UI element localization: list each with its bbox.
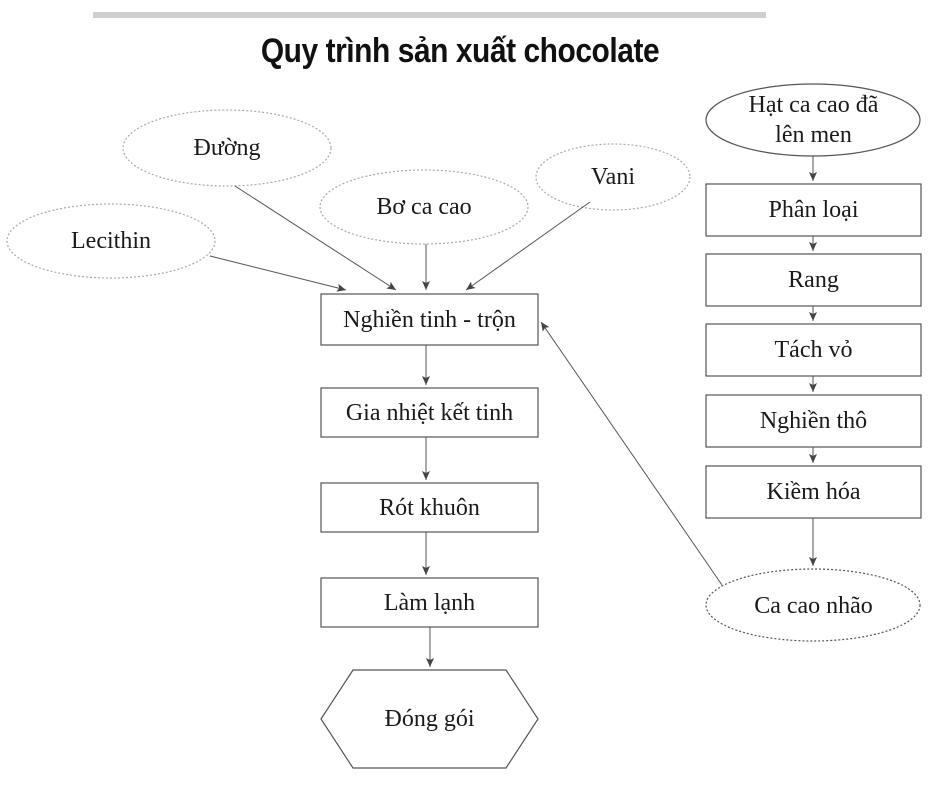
cocoa-label-kiem-hoa: Kiềm hóa [766,479,861,505]
step-label-nghien-tinh-tron: Nghiền tinh - trộn [343,306,516,333]
ingredient-node-lecithin [6,203,216,279]
arrow-lecithin-to-nghien [209,255,347,292]
cocoa-label-tach-vo: Tách vỏ [774,337,853,363]
step-label-lam-lanh: Làm lạnh [383,589,476,616]
step-label-gia-nhiet: Gia nhiệt kết tinh [345,399,514,426]
step-box-gia-nhiet [320,387,539,438]
cocoa-label-phan-loai: Phân loại [768,197,859,223]
ingredient-label-lecithin: Lecithin [71,228,151,254]
step-box-nghien-tinh-tron [320,293,539,346]
cocoa-label-nghien-tho: Nghiền thô [759,408,868,434]
ingredient-node-vani [535,143,691,211]
ingredient-label-vani: Vani [591,164,635,190]
arrow-vani-to-nghien [465,201,591,291]
ingredient-node-duong [122,109,332,187]
step-hexagon-dong-goi [320,669,539,769]
arrow-ca-cao-nhao-to-nghien [540,321,723,586]
top-divider-bar [93,12,766,18]
cocoa-label-ca-cao-nhao: Ca cao nhão [754,593,873,619]
diagram-title: Quy trình sản xuất chocolate [260,32,660,70]
cocoa-label-rang: Rang [788,267,839,293]
cocoa-label-hat-ca-cao: Hạt ca cao đã lên men [706,88,921,152]
step-box-rot-khuon [320,482,539,533]
step-label-dong-goi: Đóng gói [384,706,475,732]
cocoa-label-hat-ca-cao-line1: Hạt ca cao đã [748,92,879,118]
cocoa-node-ca-cao-nhao [705,568,921,642]
cocoa-label-hat-ca-cao-line2: lên men [775,122,852,148]
step-label-rot-khuon: Rót khuôn [379,494,480,521]
ingredient-label-bo-ca-cao: Bơ ca cao [376,194,472,220]
ingredient-label-duong: Đường [193,135,261,161]
ingredient-node-bo-ca-cao [319,169,529,245]
arrow-duong-to-nghien [234,185,397,291]
